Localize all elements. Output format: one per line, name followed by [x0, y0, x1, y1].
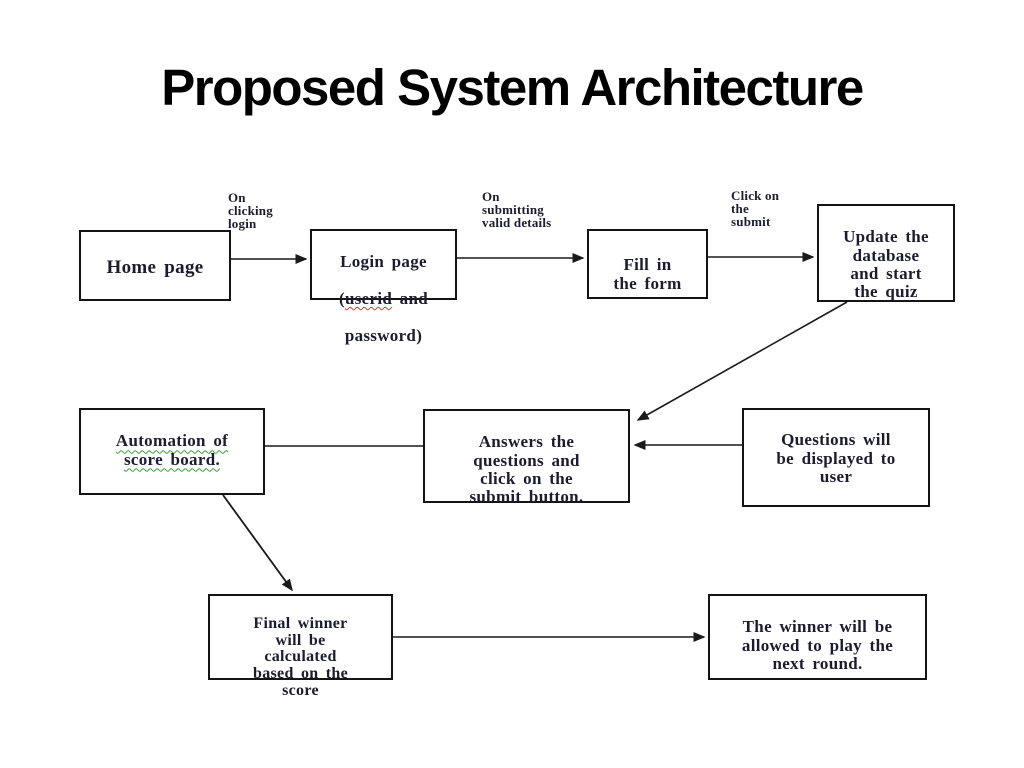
node-automation-of-scoreboard: Automation of score board.: [79, 408, 265, 495]
node-answers-questions-submit: Answers the questions and click on the s…: [423, 409, 630, 507]
node-automation-label: Automation of score board.: [115, 431, 229, 469]
login-line-3: password): [344, 325, 423, 345]
node-login-page: Login page (userid and password): [310, 229, 457, 345]
node-home-page-label: Home page: [106, 256, 204, 278]
node-final-winner-label: Final winner will be calculated based on…: [253, 614, 348, 699]
node-fill-form-label: Fill in the form: [613, 255, 682, 293]
edge-label-on-clicking-login: On clicking login: [228, 190, 273, 231]
node-update-database-start-quiz: Update the database and start the quiz: [817, 204, 955, 302]
node-update-db-label: Update the database and start the quiz: [843, 227, 929, 302]
node-final-winner-calculated: Final winner will be calculated based on…: [208, 594, 393, 699]
node-home-page: Home page: [79, 230, 231, 301]
misspelled-word-userid: userid: [344, 289, 393, 309]
login-line-2: (userid and: [312, 289, 455, 309]
edge-label-click-on-the-submit: Click on the submit: [731, 188, 780, 229]
page-title: Proposed System Architecture: [161, 59, 864, 116]
login-and: and: [392, 289, 428, 309]
login-line-1: Login page: [340, 252, 427, 272]
node-next-round-label: The winner will be allowed to play the n…: [741, 617, 894, 674]
edge-label-on-submitting-valid-details: On submitting valid details: [482, 189, 552, 230]
login-paren: (: [339, 289, 345, 309]
node-fill-in-the-form: Fill in the form: [587, 229, 708, 299]
arrow-update-to-answers: [636, 301, 848, 421]
arrow-automation-to-final-winner: [222, 494, 293, 592]
node-winner-plays-next-round: The winner will be allowed to play the n…: [708, 594, 927, 680]
node-answers-label: Answers the questions and click on the s…: [469, 432, 584, 507]
node-questions-displayed-to-user: Questions will be displayed to user: [742, 408, 930, 507]
node-questions-label: Questions will be displayed to user: [776, 430, 896, 487]
